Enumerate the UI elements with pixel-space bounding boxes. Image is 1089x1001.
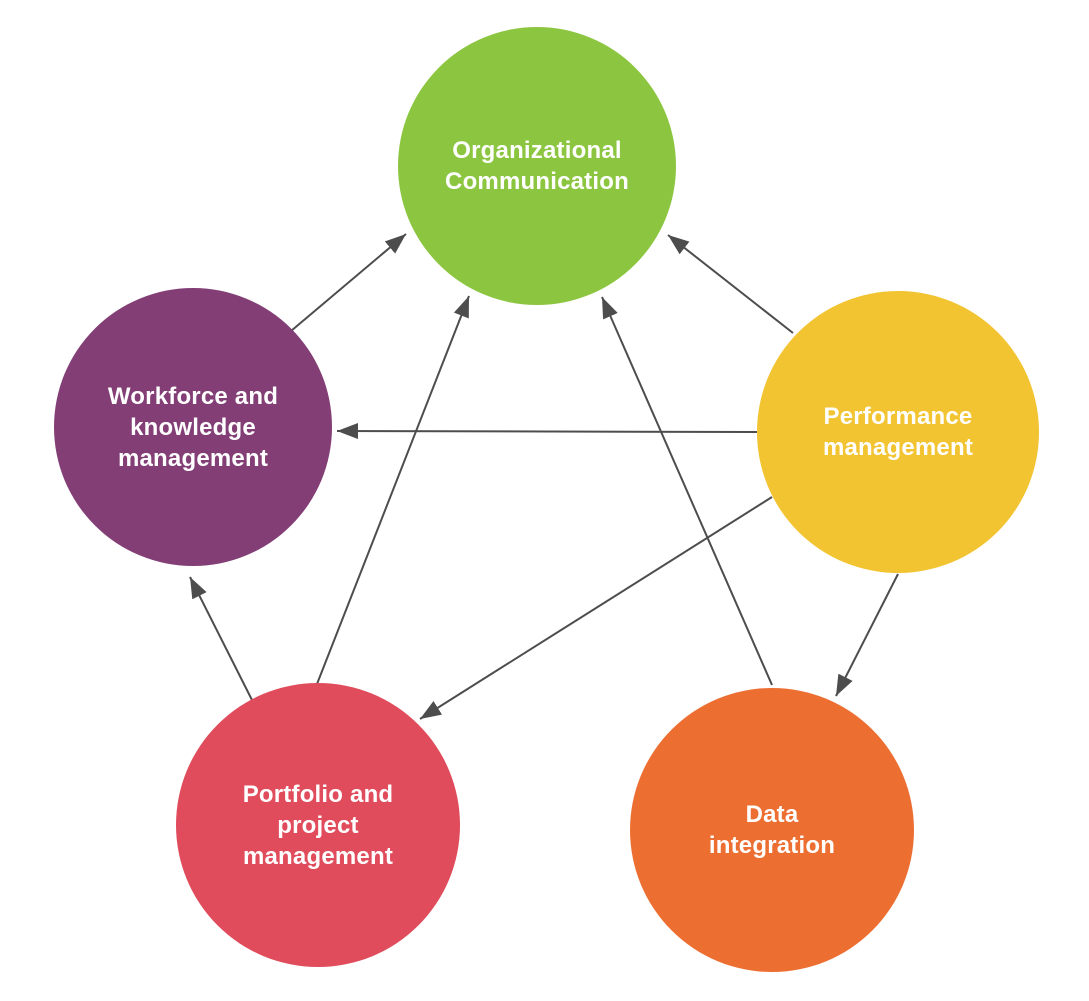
node-label-data-integration: Data integration xyxy=(708,801,836,859)
edge-performance-management-to-workforce-knowledge-management xyxy=(336,423,758,440)
edge-performance-management-to-data-integration xyxy=(835,573,899,697)
node-portfolio-project-management: Portfolio and project management xyxy=(176,683,460,967)
node-label-organizational-communication: Organizational Communication xyxy=(445,137,629,195)
edge-performance-management-to-portfolio-project-management xyxy=(419,496,773,720)
node-label-workforce-knowledge-management: Workforce and knowledge management xyxy=(107,382,279,472)
edge-portfolio-project-management-to-workforce-knowledge-management xyxy=(189,576,253,701)
node-workforce-knowledge-management: Workforce and knowledge management xyxy=(54,288,332,566)
node-label-performance-management: Performance management xyxy=(822,403,974,461)
edge-portfolio-project-management-to-organizational-communication xyxy=(316,295,470,685)
node-data-integration: Data integration xyxy=(630,688,914,972)
edge-performance-management-to-organizational-communication xyxy=(667,234,794,334)
node-performance-management: Performance management xyxy=(757,291,1039,573)
edge-data-integration-to-organizational-communication xyxy=(601,296,773,686)
node-organizational-communication: Organizational Communication xyxy=(398,27,676,305)
node-label-portfolio-project-management: Portfolio and project management xyxy=(242,780,394,870)
edge-workforce-knowledge-management-to-organizational-communication xyxy=(290,233,407,332)
